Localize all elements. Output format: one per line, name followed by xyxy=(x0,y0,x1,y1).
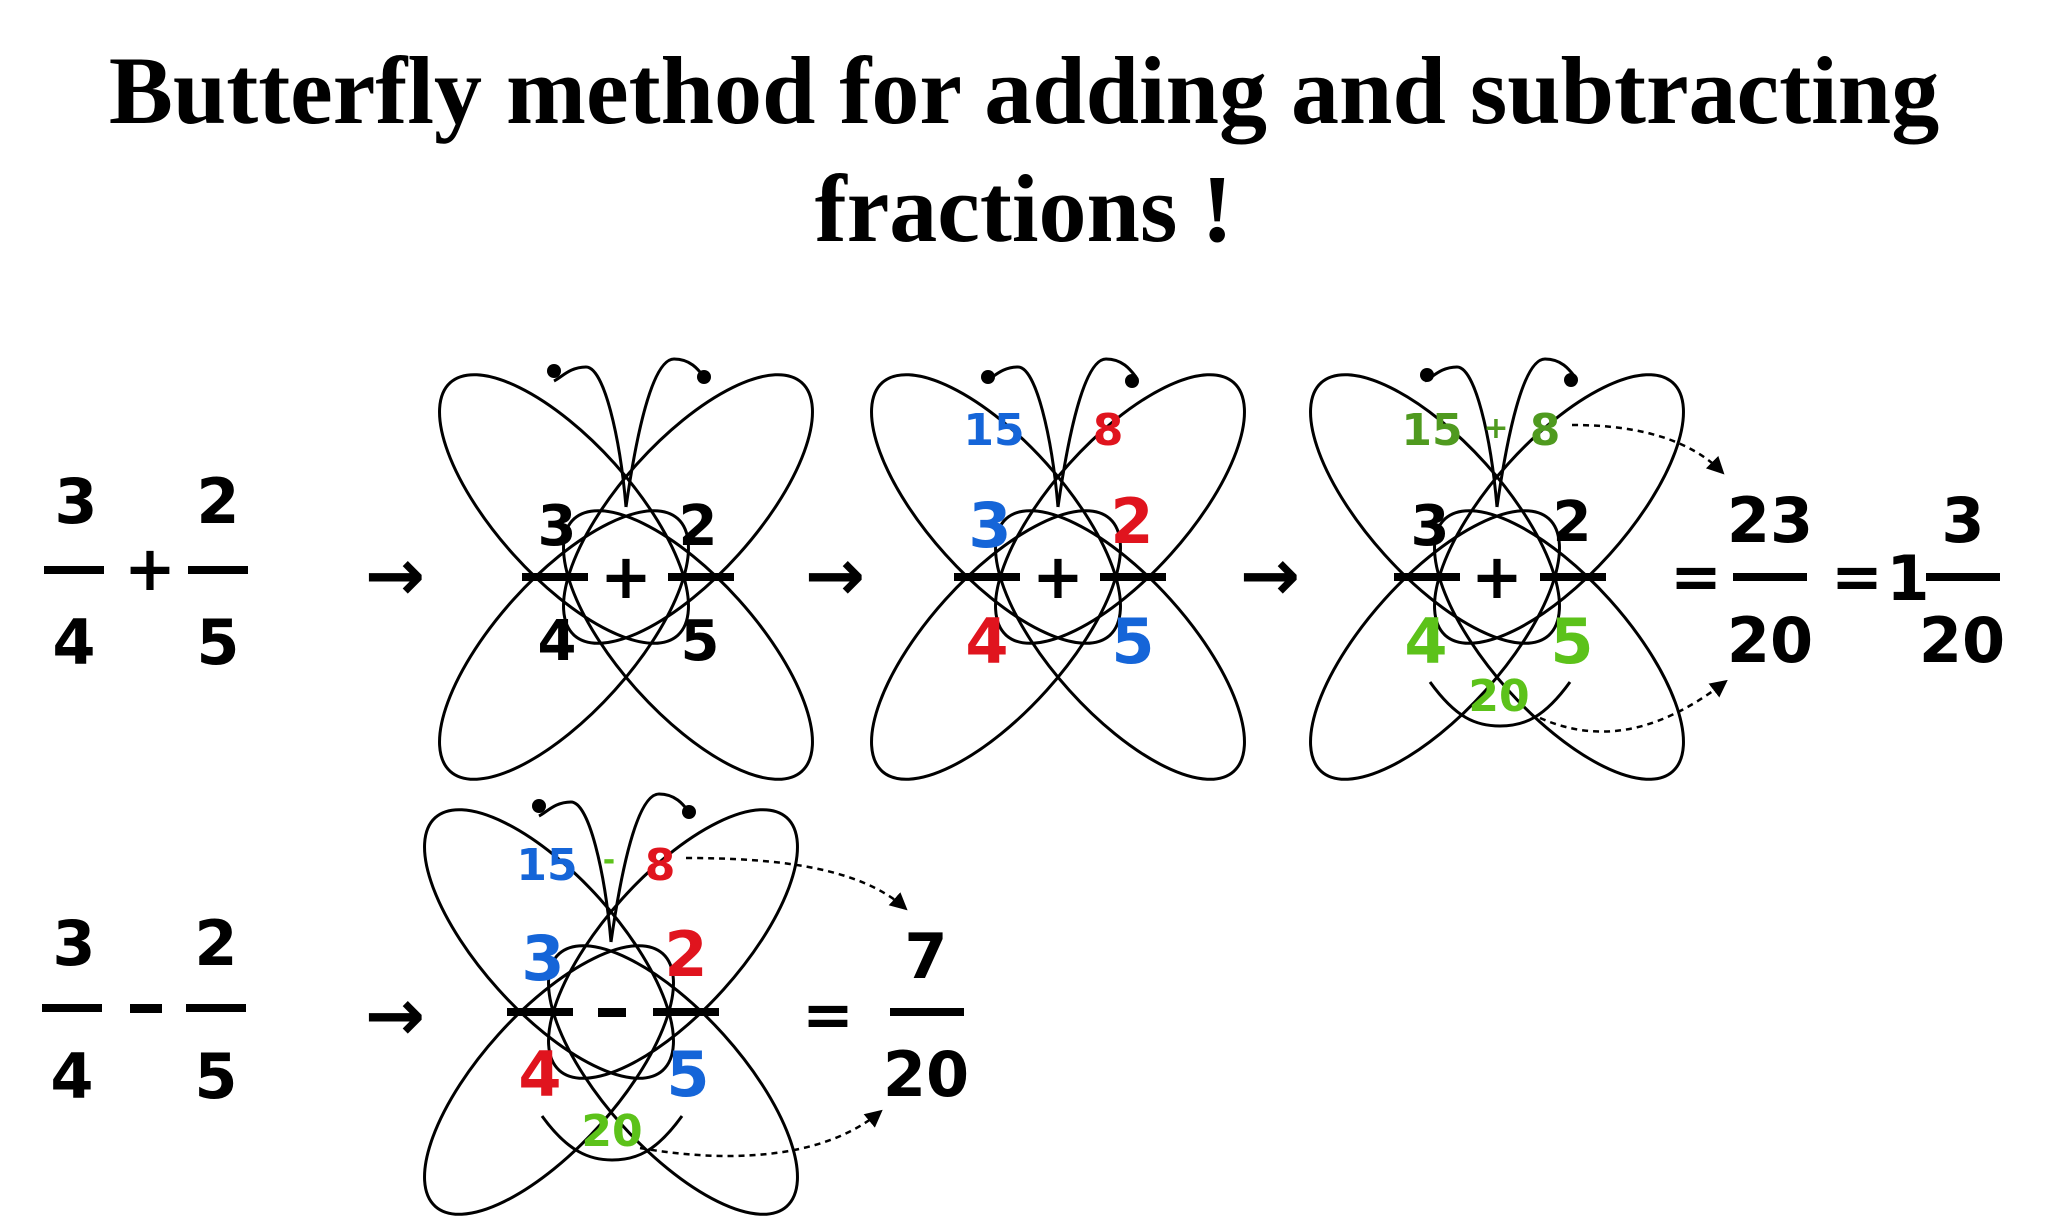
bottom-loop xyxy=(1428,681,1572,728)
equals-sign: = xyxy=(1670,540,1722,613)
result-denominator: 20 xyxy=(883,1038,969,1111)
fraction-bar xyxy=(42,1004,102,1012)
denominator-product: 20 xyxy=(581,1106,642,1157)
butterfly-step-2: 15 8 3 2 + 4 5 xyxy=(830,335,1286,819)
fraction-bar xyxy=(188,566,248,574)
equals-sign: = xyxy=(802,978,854,1051)
plus-sign: + xyxy=(1032,540,1084,613)
numerator-right: 2 xyxy=(1553,490,1592,555)
sub-denominator-2: 5 xyxy=(194,1040,237,1113)
result-numerator: 23 xyxy=(1727,484,1813,557)
fraction-bar xyxy=(890,1008,964,1016)
title-line-1: Butterfly method for adding and subtract… xyxy=(108,37,1940,144)
cross-product-left: 15 xyxy=(963,405,1024,456)
mixed-numerator: 3 xyxy=(1941,484,1984,557)
numerator-left: 3 xyxy=(538,494,577,559)
denominator-product: 20 xyxy=(1468,671,1529,722)
add-numerator-1: 3 xyxy=(54,465,97,538)
fraction-bar xyxy=(1733,573,1807,581)
denominator-left: 4 xyxy=(538,609,577,674)
right-arrow-icon: → xyxy=(1240,533,1300,617)
mixed-denominator: 20 xyxy=(1919,604,2005,677)
cross-product-left: 15 xyxy=(516,840,577,891)
result-denominator: 20 xyxy=(1727,604,1813,677)
denominator-right: 5 xyxy=(1550,605,1593,678)
minus-sign xyxy=(598,1008,626,1017)
numerator-left: 3 xyxy=(521,922,564,995)
cross-product-right: 8 xyxy=(645,840,676,891)
subtraction-problem: 3 4 2 5 xyxy=(42,907,246,1113)
sub-numerator-2: 2 xyxy=(194,907,237,980)
denominator-right: 5 xyxy=(1111,605,1154,678)
numerator-right: 2 xyxy=(664,918,707,991)
top-minus-sign: - xyxy=(603,843,615,878)
denominator-right: 5 xyxy=(666,1038,709,1111)
plus-sign: + xyxy=(600,540,652,613)
dashed-arrow-to-denominator xyxy=(1539,679,1728,733)
right-arrow-icon: → xyxy=(365,533,425,617)
add-denominator-2: 5 xyxy=(196,606,239,679)
plus-sign: + xyxy=(124,532,176,605)
cross-product-right: 8 xyxy=(1530,405,1561,456)
addition-problem: 3 4 + 2 5 xyxy=(44,465,248,679)
butterfly-step-1: 3 2 + 4 5 xyxy=(398,335,854,819)
butterfly-subtraction: 15 - 8 3 2 4 5 20 xyxy=(383,770,908,1226)
plus-sign: + xyxy=(1471,540,1523,613)
dashed-arrow-to-denominator xyxy=(639,1109,883,1158)
add-numerator-2: 2 xyxy=(196,465,239,538)
sub-numerator-1: 3 xyxy=(52,907,95,980)
denominator-left: 4 xyxy=(965,605,1008,678)
dashed-arrow-to-numerator xyxy=(685,856,908,911)
dashed-arrow-to-numerator xyxy=(1571,423,1725,475)
bottom-loop xyxy=(540,1115,684,1162)
title-line-2: fractions ! xyxy=(814,155,1234,262)
fraction-bar xyxy=(1926,573,2000,581)
addition-result: = 23 20 = 1 3 20 xyxy=(1670,484,2005,677)
page-title: Butterfly method for adding and subtract… xyxy=(0,32,2048,268)
sub-denominator-1: 4 xyxy=(50,1040,93,1113)
fraction-bar xyxy=(186,1004,246,1012)
denominator-left: 4 xyxy=(1404,605,1447,678)
top-plus-sign: + xyxy=(1483,411,1508,446)
numerator-right: 2 xyxy=(679,494,718,559)
subtraction-result: = 7 20 xyxy=(802,920,969,1111)
numerator-left: 3 xyxy=(1411,494,1450,559)
cross-product-left: 15 xyxy=(1401,405,1462,456)
equals-sign: = xyxy=(1831,540,1883,613)
fraction-bar xyxy=(44,566,104,574)
right-arrow-icon: → xyxy=(805,533,865,617)
add-denominator-1: 4 xyxy=(52,606,95,679)
butterfly-step-3: 15 + 8 3 2 + 4 5 20 xyxy=(1269,335,1728,819)
minus-sign xyxy=(130,1004,162,1013)
numerator-left: 3 xyxy=(968,489,1011,562)
result-numerator: 7 xyxy=(904,920,947,993)
denominator-left: 4 xyxy=(518,1038,561,1111)
denominator-right: 5 xyxy=(681,609,720,674)
mixed-whole: 1 xyxy=(1886,542,1929,615)
numerator-right: 2 xyxy=(1110,485,1153,558)
right-arrow-icon: → xyxy=(365,973,425,1057)
cross-product-right: 8 xyxy=(1093,405,1124,456)
